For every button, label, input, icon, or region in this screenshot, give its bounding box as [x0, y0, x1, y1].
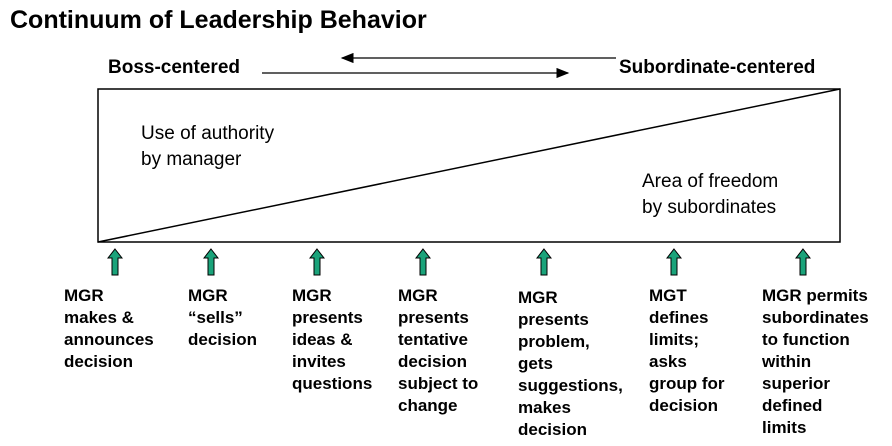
diagram-title: Continuum of Leadership Behavior	[10, 6, 427, 34]
behavior-arrow-icon	[203, 248, 219, 276]
up-arrow-icon	[795, 248, 811, 276]
behavior-arrow-icon	[795, 248, 811, 276]
boss-centered-label: Boss-centered	[108, 57, 240, 78]
subordinate-centered-label: Subordinate-centered	[619, 57, 816, 78]
up-arrow-icon	[415, 248, 431, 276]
up-arrow-icon	[666, 248, 682, 276]
freedom-area-label: Area of freedom by subordinates	[642, 171, 779, 218]
up-arrow-icon	[203, 248, 219, 276]
behavior-arrow-icon	[309, 248, 325, 276]
up-arrow-icon	[536, 248, 552, 276]
behavior-arrow-icon	[666, 248, 682, 276]
continuum-diagonal	[97, 88, 841, 243]
behavior-description: MGT defines limits; asks group for decis…	[649, 286, 725, 415]
behavior-description: MGR permits subordinates to function wit…	[762, 286, 869, 437]
behavior-arrow-icon	[415, 248, 431, 276]
behavior-description: MGR makes & announces decision	[64, 286, 154, 371]
behavior-description: MGR presents ideas & invites questions	[292, 286, 373, 393]
up-arrow-icon	[309, 248, 325, 276]
behavior-description: MGR presents problem, gets suggestions, …	[518, 288, 623, 439]
behavior-description: MGR presents tentative decision subject …	[398, 286, 479, 415]
up-arrow-icon	[107, 248, 123, 276]
behavior-description: MGR “sells” decision	[188, 286, 257, 349]
continuum-box	[97, 88, 841, 243]
authority-area-label: Use of authority by manager	[141, 123, 275, 170]
behavior-arrow-icon	[536, 248, 552, 276]
behavior-arrow-icon	[107, 248, 123, 276]
